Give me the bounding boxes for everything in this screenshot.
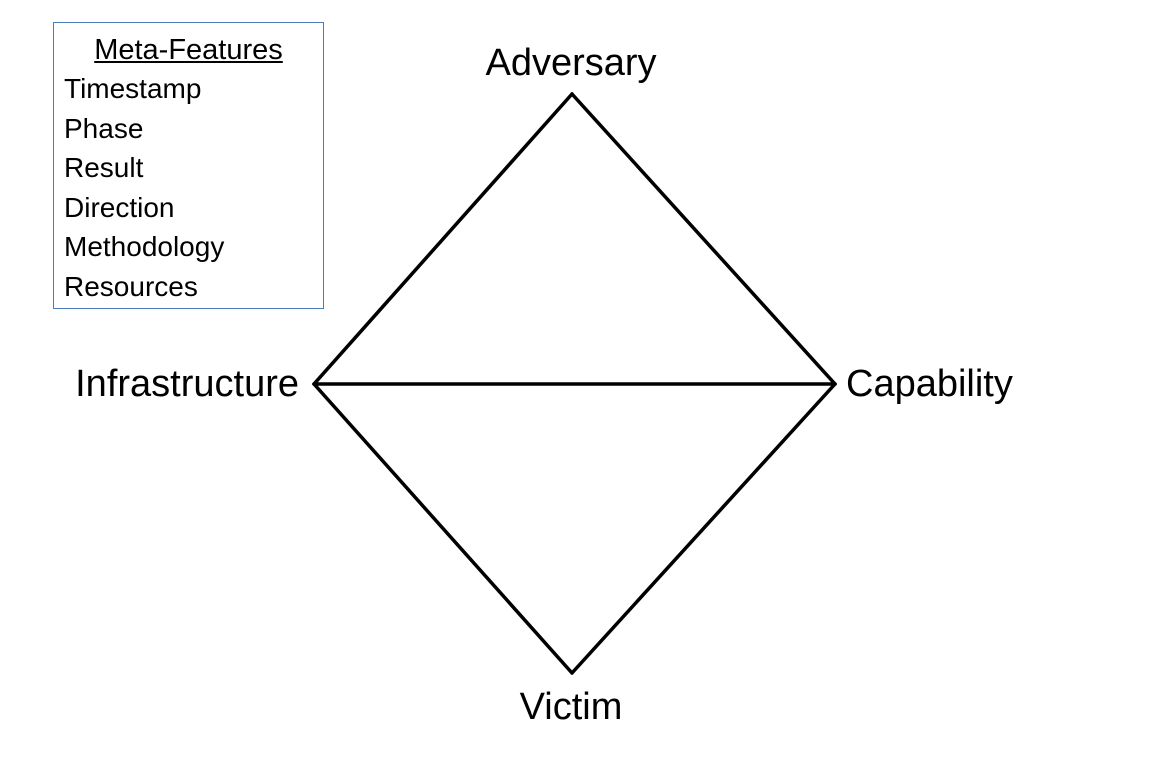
meta-features-title: Meta-Features: [94, 34, 283, 66]
meta-feature-direction: Direction: [64, 191, 175, 223]
meta-feature-phase: Phase: [64, 112, 144, 144]
meta-feature-methodology: Methodology: [64, 231, 225, 262]
node-adversary: Adversary: [485, 42, 657, 84]
meta-feature-result: Result: [64, 152, 144, 183]
node-infrastructure: Infrastructure: [75, 363, 299, 405]
meta-feature-timestamp: Timestamp: [64, 73, 202, 104]
edge-adversary-capability: [570, 92, 837, 386]
node-capability: Capability: [846, 363, 1013, 405]
node-victim: Victim: [519, 686, 623, 728]
edge-capability-victim: [570, 382, 837, 675]
edge-victim-infrastructure: [312, 382, 574, 675]
meta-feature-resources: Resources: [64, 270, 198, 302]
meta-features-box: Meta-Features Timestamp Phase Result Dir…: [53, 22, 324, 309]
meta-features-list: Timestamp Phase Result Direction Methodo…: [64, 69, 224, 306]
edge-infrastructure-adversary: [312, 92, 574, 386]
